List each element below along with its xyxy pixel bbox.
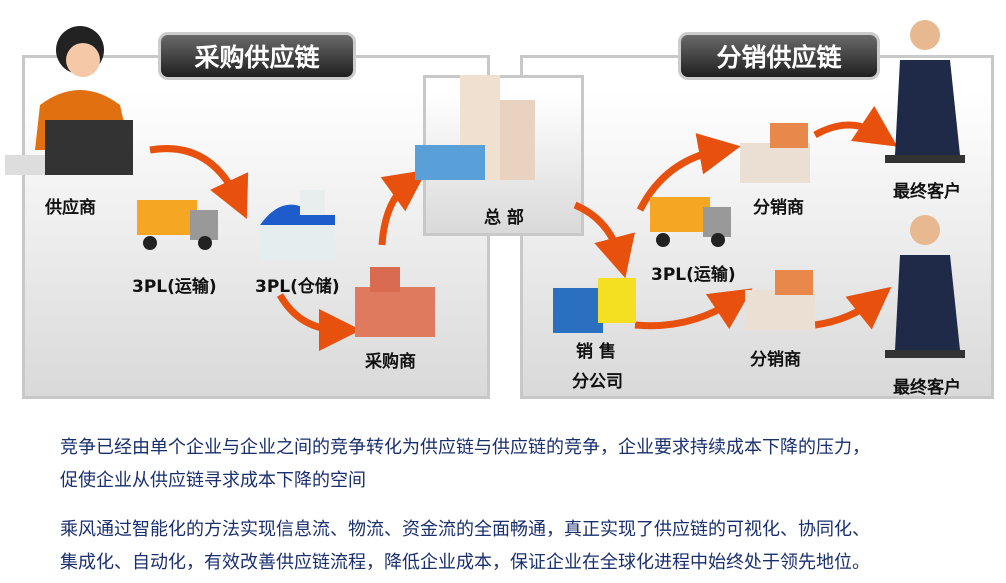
branch-label-line2: 分公司 <box>572 372 623 392</box>
arrow <box>573 201 635 279</box>
arrow <box>636 133 741 212</box>
description-text: 促使企业从供应链寻求成本下降的空间 <box>60 470 366 491</box>
supplier-label: 供应商 <box>45 198 96 218</box>
truck-icon <box>650 197 731 247</box>
description-text: 乘风通过智能化的方法实现信息流、物流、资金流的全面畅通，真正实现了供应链的可视化… <box>60 519 870 540</box>
customer-businessman-icon <box>885 215 965 358</box>
arrow <box>813 105 898 147</box>
hq-label: 总 部 <box>484 208 524 228</box>
distributor-building-icon <box>745 270 815 330</box>
transport-label: 3PL(运输) <box>651 265 736 285</box>
warehouse-label: 3PL(仓储) <box>255 277 340 297</box>
arrow <box>814 286 892 330</box>
purchaser-building-icon <box>355 267 435 337</box>
customer-businessman-icon <box>885 20 965 163</box>
distributor-label: 分销商 <box>753 198 804 218</box>
transport-label: 3PL(运输) <box>132 277 217 297</box>
hq-building-icon <box>415 75 535 180</box>
description-text: 集成化、自动化，有效改善供应链流程，降低企业成本，保证企业在全球化进程中始终处于… <box>60 552 870 573</box>
description-text: 竞争已经由单个企业与企业之间的竞争转化为供应链与供应链的竞争，企业要求持续成本下… <box>60 437 870 458</box>
warehouse-icon <box>260 190 335 260</box>
purchaser-label: 采购商 <box>365 352 416 372</box>
arrow <box>634 288 753 330</box>
arrow <box>149 145 249 220</box>
arrow <box>276 293 361 351</box>
supplier-person-icon <box>5 26 133 175</box>
arrow <box>378 169 428 246</box>
distribution-title: 分销供应链 <box>678 32 880 80</box>
branch-office-icon <box>553 278 636 333</box>
branch-label-line1: 销 售 <box>576 342 616 362</box>
distributor-label: 分销商 <box>750 350 801 370</box>
truck-icon <box>137 200 218 250</box>
distributor-building-icon <box>740 123 810 183</box>
procurement-title: 采购供应链 <box>158 32 356 80</box>
customer-label: 最终客户 <box>893 182 961 202</box>
flow-arrows <box>149 105 898 351</box>
customer-label: 最终客户 <box>893 378 961 398</box>
